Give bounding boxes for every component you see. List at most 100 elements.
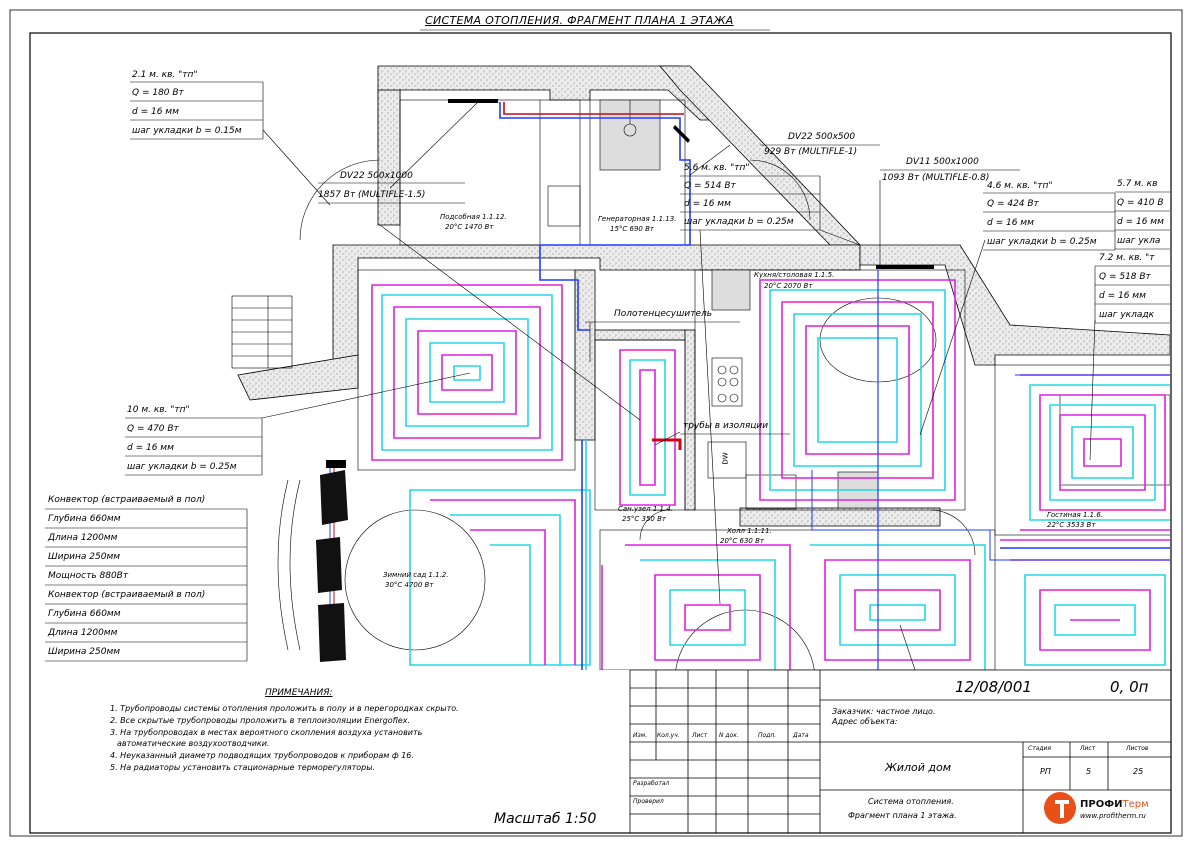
callout-2-area: 10 м. кв. "тп": [127, 405, 190, 415]
callout-5-power: Q = 410 В: [1117, 198, 1164, 208]
tb-code: 12/08/001: [955, 678, 1032, 696]
room-hall-name: Холл 1.1.11.: [727, 527, 772, 535]
leaders: [261, 99, 1096, 670]
callout-1-diameter: d = 16 мм: [132, 107, 179, 117]
wall-left-util: [377, 89, 401, 226]
convectors: [316, 470, 348, 662]
callout-2-step: шаг укладки b = 0.25м: [127, 462, 237, 472]
logo-brand: ПРОФИТерм: [1080, 800, 1149, 810]
drawing-title: СИСТЕМА ОТОПЛЕНИЯ. ФРАГМЕНТ ПЛАНА 1 ЭТАЖ…: [425, 14, 734, 27]
radiator-1-power: 1857 Вт (MULTIFLE-1.5): [318, 190, 426, 200]
callout-1-step: шаг укладки b = 0.15м: [132, 126, 242, 136]
callout-6-step: шаг укладк: [1099, 310, 1155, 320]
note-3: 3. На трубопроводах в местах вероятного …: [110, 728, 423, 737]
callout-5: 5.7 м. кв Q = 410 В d = 16 мм шаг укла: [1115, 175, 1171, 255]
tb-col-ndok: N док.: [719, 732, 739, 739]
callout-5-step: шаг укла: [1117, 236, 1161, 246]
callout-1-area: 2.1 м. кв. "тп": [132, 70, 198, 80]
room-bath-info: 25°С 350 Вт: [622, 515, 666, 523]
callout-lines: [45, 29, 1170, 662]
callout-6-power: Q = 518 Вт: [1099, 272, 1151, 282]
room-bath-name: Сан.узел 1.1.4.: [618, 505, 673, 513]
wall-kitchen-bottom: [739, 507, 941, 527]
room-utility-name: Подсобная 1.1.12.: [440, 213, 507, 221]
convector-2-title: Конвектор (встраиваемый в пол): [48, 590, 206, 600]
callout-6-diameter: d = 16 мм: [1099, 291, 1146, 301]
logo-mark: [1044, 792, 1076, 824]
callout-5-area: 5.7 м. кв: [1117, 179, 1158, 189]
callout-4-diameter: d = 16 мм: [987, 218, 1034, 228]
outer-frame: [9, 9, 1183, 837]
tb-sheets: 25: [1133, 767, 1144, 776]
callout-6-area: 7.2 м. кв. "т: [1099, 253, 1155, 263]
callout-5-diameter: d = 16 мм: [1117, 217, 1164, 227]
inner-frame: [29, 32, 1172, 834]
title-block-lines: [629, 669, 1171, 833]
tb-stage: РП: [1040, 767, 1051, 776]
callout-6: 7.2 м. кв. "т Q = 518 Вт d = 16 мм шаг у…: [1095, 250, 1171, 330]
radiator-2-power: 929 Вт (MULTIFLE-1): [764, 147, 858, 157]
room-living-info: 22°С 3533 Вт: [1047, 521, 1096, 529]
radiator-2-model: DV22 500x500: [788, 132, 856, 142]
room-utility-info: 20°С 1470 Вт: [445, 223, 494, 231]
logo-url: www.profitherm.ru: [1080, 812, 1146, 820]
tb-col-list: Лист: [692, 732, 708, 739]
tb-building: Жилой дом: [885, 761, 952, 774]
convector-2-width: Ширина 250мм: [48, 647, 121, 657]
tb-col-podp: Подп.: [758, 732, 777, 739]
callout-4-step: шаг укладки b = 0.25м: [987, 237, 1097, 247]
walls: [237, 65, 1170, 527]
tb-checked: Проверил: [633, 798, 664, 805]
tb-customer: Заказчик: частное лицо.: [832, 707, 936, 716]
radiator-3-model: DV11 500x1000: [906, 157, 979, 167]
drawing-scale: Масштаб 1:50: [494, 811, 597, 827]
tb-sheets-header: Листов: [1126, 745, 1149, 752]
wall-top: [377, 65, 721, 151]
callout-1-power: Q = 180 Вт: [132, 88, 184, 98]
insulated-pipes-label: трубы в изоляции: [683, 421, 769, 431]
wall-garden: [237, 354, 359, 401]
callout-3-area: 5.6 м. кв. "тп": [684, 163, 750, 173]
room-kitchen-name: Кухня/столовая 1.1.5.: [754, 271, 835, 279]
note-5: 5. На радиаторы установить стационарные …: [110, 763, 376, 772]
convector-2-depth: Глубина 660мм: [48, 609, 121, 619]
wall-bath-top: [594, 329, 686, 341]
tb-developed: Разработал: [633, 780, 670, 787]
convector-1-title: Конвектор (встраиваемый в пол): [48, 495, 206, 505]
callout-3-power: Q = 514 Вт: [684, 181, 736, 191]
room-kitchen-info: 20°С 2070 Вт: [764, 282, 813, 290]
tb-col-izm: Изм.: [633, 732, 648, 739]
note-2: 2. Все скрытые трубопроводы проложить в …: [110, 716, 411, 725]
radiator-3-power: 1093 Вт (MULTIFLE-0.8): [882, 173, 990, 183]
convector-1-depth: Глубина 660мм: [48, 514, 121, 524]
note-3-cont: автоматические воздухоотводчики.: [117, 739, 270, 748]
tb-revision: 0, 0п: [1110, 678, 1149, 696]
note-1: 1. Трубопроводы системы отопления пролож…: [110, 704, 459, 713]
towel-dryer-label: Полотенцесушитель: [614, 309, 713, 319]
tb-col-koluch: Кол.уч.: [657, 732, 680, 739]
room-generator-info: 15°С 690 Вт: [610, 225, 654, 233]
wall-main-top: [332, 244, 861, 389]
callout-3-diameter: d = 16 мм: [684, 199, 731, 209]
plan-drawing: [231, 65, 1170, 670]
convector-1-length: Длина 1200мм: [48, 533, 118, 543]
convector-2-length: Длина 1200мм: [48, 628, 118, 638]
tb-col-data: Дата: [793, 732, 809, 739]
tb-desc-2: Фрагмент плана 1 этажа.: [848, 811, 957, 820]
radiator-1-model: DV22 500x1000: [340, 171, 413, 181]
callout-2-diameter: d = 16 мм: [127, 443, 174, 453]
note-4: 4. Неуказанный диаметр подводящих трубоп…: [110, 751, 414, 760]
callout-3-step: шаг укладки b = 0.25м: [684, 217, 794, 227]
pipes: [329, 102, 1170, 670]
tb-address: Адрес объекта:: [832, 717, 898, 726]
tb-stage-header: Стадия: [1028, 745, 1052, 752]
convector-1-width: Ширина 250мм: [48, 552, 121, 562]
wall-bath-right: [684, 329, 696, 511]
logo-brand-main: ПРОФИ: [1080, 799, 1123, 810]
dishwasher-label: DW: [721, 452, 730, 465]
convector-1-power: Мощность 880Вт: [48, 571, 129, 581]
callout-4-power: Q = 424 Вт: [987, 199, 1039, 209]
callout-2-power: Q = 470 Вт: [127, 424, 179, 434]
